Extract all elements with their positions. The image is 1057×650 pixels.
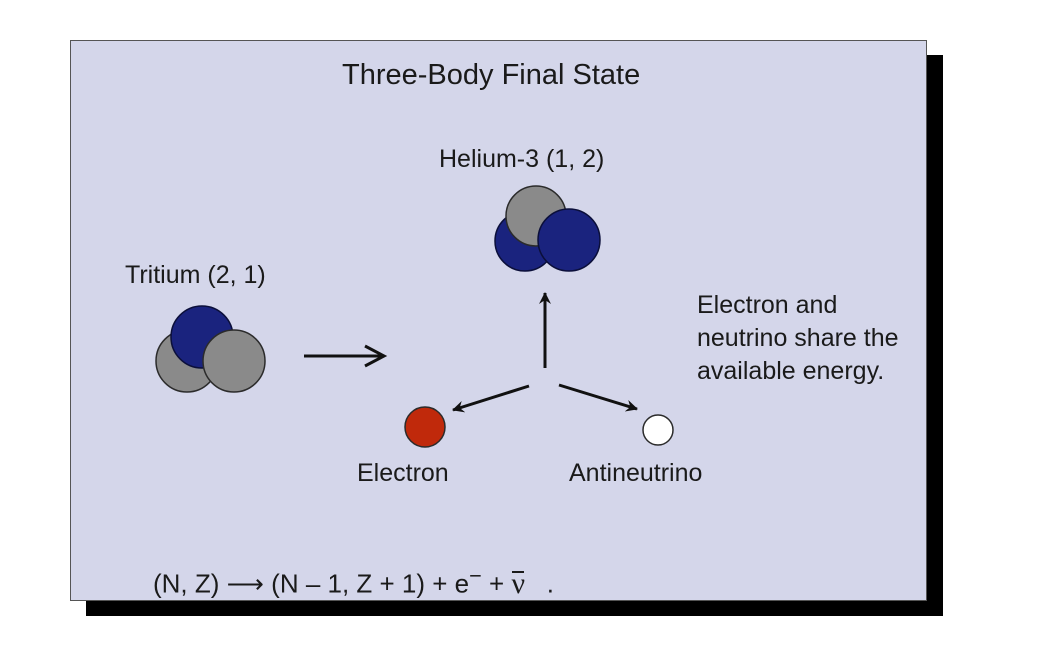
energy-sharing-note: Electron and neutrino share the availabl…	[697, 291, 899, 385]
antineutrino-symbol: ν	[511, 566, 526, 600]
helium-3-label: Helium-3 (1, 2)	[439, 145, 605, 173]
decay-diagram	[155, 185, 674, 448]
diagram-panel: Three-Body Final State Helium-3 (1, 2) T…	[70, 40, 927, 601]
decay-arrows	[452, 292, 638, 413]
electron-charge: −	[469, 563, 482, 588]
neutron-sphere	[202, 329, 266, 393]
tritium-nucleus-icon	[155, 305, 266, 393]
diagram-title: Three-Body Final State	[342, 59, 641, 91]
proton-sphere	[537, 208, 601, 272]
equation-arrow: ⟶	[226, 568, 264, 599]
decay-equation: (N, Z) ⟶ (N – 1, Z + 1) + e− + ν .	[153, 563, 554, 601]
arrow-to-electron	[452, 384, 530, 413]
equation-lhs: (N, Z)	[153, 568, 220, 599]
tritium-label: Tritium (2, 1)	[125, 261, 266, 289]
electron-particle-icon	[404, 406, 446, 448]
antineutrino-label: Antineutrino	[569, 459, 703, 487]
equation-plus: +	[489, 568, 505, 599]
electron-label: Electron	[357, 459, 449, 487]
equation-rhs: (N – 1, Z + 1) + e	[271, 568, 470, 599]
reaction-arrow-icon	[304, 344, 388, 368]
antineutrino-particle-icon	[642, 414, 674, 446]
helium-3-nucleus-icon	[494, 185, 601, 272]
arrow-to-antineutrino	[558, 383, 638, 412]
equation-period: .	[546, 568, 554, 599]
